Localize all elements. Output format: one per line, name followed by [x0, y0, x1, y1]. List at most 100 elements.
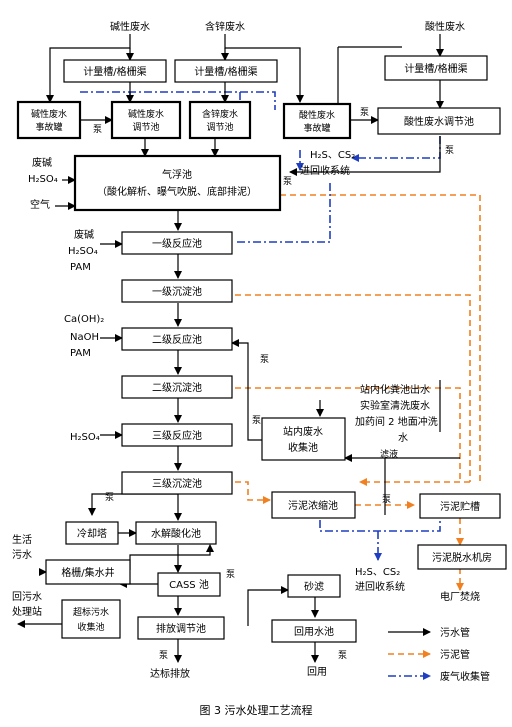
meter-box-2	[174, 59, 278, 83]
acid-accident-label-1: 酸性废水	[299, 109, 335, 121]
pump-label-settle3: 泵	[105, 492, 114, 503]
waste-alkali-label-1: 废碱	[32, 156, 52, 169]
pump-label-reuse: 泵	[338, 650, 347, 661]
station-in-3: 加药间 2 地面冲洗	[355, 415, 438, 428]
pam-label-2: PAM	[70, 348, 91, 359]
power-plant-label: 电厂焚烧	[440, 590, 480, 603]
station-in-2: 实验室清洗废水	[360, 399, 430, 412]
figure-caption: 图 3 污水处理工艺流程	[200, 703, 313, 717]
thicken-label: 污泥浓缩池	[288, 499, 338, 512]
naoh-label: NaOH	[70, 332, 99, 343]
cooling-label: 冷却塔	[77, 527, 107, 540]
flotation-tank	[73, 154, 282, 212]
alk-regulate-label-2: 调节池	[132, 121, 159, 133]
domestic-label-2: 污水	[12, 549, 32, 561]
sand-filter	[287, 574, 341, 598]
legend-gas-label: 废气收集管	[440, 670, 490, 683]
thicken-tank	[271, 491, 356, 519]
pump-label-cass: 泵	[226, 569, 235, 580]
cooling-tower	[65, 521, 119, 545]
react2-tank	[121, 327, 233, 351]
reuse-tank-label: 回用水池	[294, 625, 334, 638]
h2so4-label-2: H₂SO₄	[68, 246, 98, 257]
pump-label-thicken: 泵	[382, 494, 391, 505]
alk-regulate-tank	[110, 100, 182, 140]
settle3-label: 三级沉淀池	[152, 477, 202, 490]
water-lines	[17, 34, 460, 663]
labels: 碱性废水 含锌废水 酸性废水 泵 泵 泵 泵 泵 泵 泵 泵 泵 泵 泵 H₂S…	[12, 20, 480, 680]
alk-regulate-label-1: 碱性废水	[128, 108, 164, 120]
to-station-label-2: 处理站	[12, 605, 42, 618]
recovery-label-top: 进回收系统	[300, 164, 350, 177]
source-acid: 酸性废水	[425, 20, 465, 33]
sludge-store-tank	[419, 493, 501, 519]
source-alkaline: 碱性废水	[110, 20, 150, 33]
caoh2-label: Ca(OH)₂	[64, 314, 104, 325]
h2s-cs2-label-bottom: H₂S、CS₂	[355, 567, 400, 578]
react3-label: 三级反应池	[152, 429, 202, 442]
legend-water-label: 污水管	[440, 626, 470, 639]
filtrate-label: 滤液	[380, 448, 398, 460]
dewater-label: 污泥脱水机房	[432, 551, 492, 564]
zinc-regulate-tank	[188, 100, 252, 140]
recovery-label-bottom: 进回收系统	[355, 580, 405, 593]
over-std-label-2: 收集池	[77, 621, 104, 633]
react1-label: 一级反应池	[152, 237, 202, 250]
acid-regulate-label: 酸性废水调节池	[404, 115, 474, 128]
air-label: 空气	[30, 198, 50, 211]
zinc-regulate-label-2: 调节池	[206, 121, 233, 133]
discharge-out-label: 达标排放	[150, 667, 190, 680]
alk-accident-label-1: 碱性废水	[31, 108, 67, 120]
over-std-tank	[61, 599, 121, 639]
grille-well	[45, 559, 131, 585]
settle3-tank	[121, 471, 233, 495]
meter-label-2: 计量槽/格栅渠	[194, 65, 257, 78]
process-boxes: 计量槽/格栅渠 计量槽/格栅渠 计量槽/格栅渠 碱性废水 事故罐 碱性废水 调节…	[16, 55, 507, 643]
alk-accident-label-2: 事故罐	[35, 121, 62, 133]
react3-tank	[121, 423, 233, 447]
collect-tank	[261, 417, 346, 461]
h2so4-label-1: H₂SO₄	[28, 174, 58, 185]
pump-label-alk: 泵	[93, 124, 102, 135]
h2s-cs2-label-top: H₂S、CS₂	[310, 150, 355, 161]
station-in-1: 站内化粪池出水	[360, 383, 430, 396]
station-in-4: 水	[398, 432, 408, 444]
discharge-label: 排放调节池	[156, 622, 206, 635]
pump-label-flotation: 泵	[283, 176, 292, 187]
to-station-label-1: 回污水	[12, 591, 42, 603]
legend-sludge-label: 污泥管	[440, 648, 470, 661]
dewater-room	[417, 544, 507, 570]
pump-label-react2: 泵	[260, 354, 269, 365]
pump-label-discharge: 泵	[159, 650, 168, 661]
reuse-tank	[271, 619, 357, 643]
zinc-regulate-label-1: 含锌废水	[202, 108, 238, 120]
source-zinc: 含锌废水	[205, 20, 245, 33]
h2so4-label-3: H₂SO₄	[70, 432, 100, 443]
waste-alkali-label-2: 废碱	[74, 228, 94, 241]
acid-accident-label-2: 事故罐	[303, 122, 330, 134]
sludge-lines	[235, 194, 481, 591]
pump-label-acid-reg: 泵	[445, 145, 454, 156]
meter-box-1	[63, 59, 167, 83]
grille-label: 格栅/集水井	[61, 566, 114, 579]
flotation-label-2: （酸化解析、曝气吹脱、底部排泥）	[97, 185, 257, 198]
hydrolysis-label: 水解酸化池	[151, 527, 201, 540]
over-std-label-1: 超标污水	[73, 606, 109, 618]
collect-label-2: 收集池	[288, 441, 318, 454]
meter-label-3: 计量槽/格栅渠	[404, 62, 467, 75]
pam-label-1: PAM	[70, 262, 91, 273]
acid-regulate-tank	[377, 107, 501, 135]
cass-label: CASS 池	[169, 578, 209, 591]
pump-label-acid: 泵	[360, 107, 369, 118]
sand-label: 砂滤	[304, 580, 324, 593]
pump-label-collect: 泵	[252, 415, 261, 426]
react1-tank	[121, 231, 233, 255]
settle1-tank	[121, 279, 233, 303]
meter-label-1: 计量槽/格栅渠	[83, 65, 146, 78]
collect-label-1: 站内废水	[283, 425, 323, 438]
cass-tank	[157, 572, 221, 597]
reuse-out-label: 回用	[307, 666, 327, 678]
meter-box-3	[384, 55, 488, 81]
alk-accident-tank	[16, 100, 82, 140]
